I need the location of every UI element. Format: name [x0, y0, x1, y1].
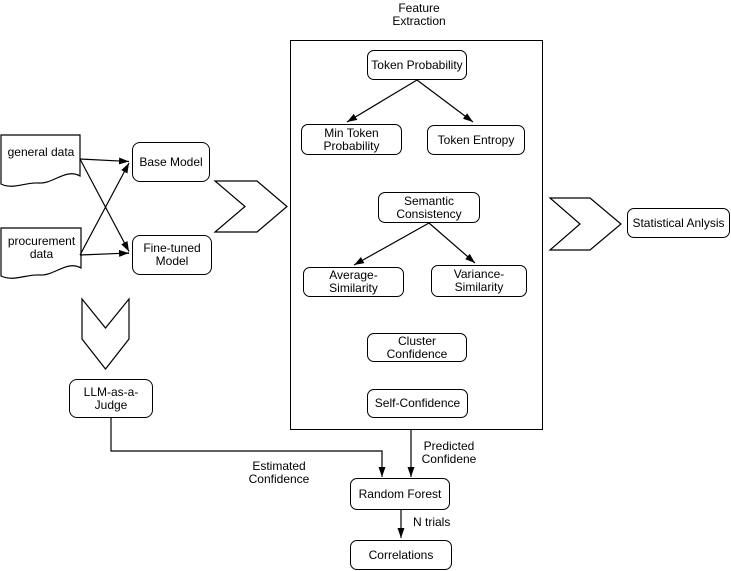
node-token-probability: Token Probability: [367, 50, 467, 80]
node-llm-as-a-judge: LLM-as-a- Judge: [69, 379, 153, 418]
document-shape-general-data: [0, 134, 81, 187]
edge-label-estimated-confidence: Estimated Confidence: [248, 459, 310, 486]
node-base-model: Base Model: [132, 142, 210, 182]
arrow-tokenprob-to-mintokenprob: [346, 79, 418, 123]
arrow-semcon-to-varsim: [428, 222, 476, 264]
arrow-semcon-to-avgsim: [353, 222, 430, 266]
node-min-token-probability: Min Token Probability: [301, 124, 402, 155]
chevron-arrow-models-to-features: [213, 180, 288, 233]
node-self-confidence: Self-Confidence: [367, 389, 468, 418]
node-variance-similarity: Variance- Similarity: [431, 265, 527, 297]
chevron-arrow-features-to-statistics: [548, 197, 622, 251]
edge-label-n-trials: N trials: [413, 515, 451, 529]
edge-label-predicted-confidence: Predicted Confidene: [421, 439, 477, 466]
document-shape-procurement-data: [0, 227, 82, 279]
node-cluster-confidence: Cluster Confidence: [367, 333, 467, 362]
feature-extraction-title: Feature Extraction: [392, 1, 446, 28]
node-semantic-consistency: Semantic Consistency: [378, 192, 480, 223]
node-token-entropy: Token Entropy: [427, 125, 525, 155]
feature-extraction-container: [290, 40, 543, 430]
node-statistical-analysis: Statistical Anlysis: [627, 208, 730, 238]
node-random-forest: Random Forest: [350, 478, 450, 510]
arrow-general-to-base: [79, 157, 130, 165]
chevron-arrow-down-to-judge: [81, 297, 130, 370]
arrow-judge-to-randomforest: [110, 418, 386, 477]
arrow-general-to-finetuned: [79, 158, 130, 252]
arrow-procurement-to-base: [79, 162, 130, 256]
arrow-procurement-to-finetuned: [79, 249, 130, 257]
node-fine-tuned-model: Fine-tuned Model: [132, 235, 212, 275]
arrow-tokenprob-to-tokenentropy: [416, 79, 474, 123]
node-procurement-data-label: procurement data: [7, 234, 76, 261]
node-average-similarity: Average-Similarity: [303, 267, 404, 297]
node-general-data-label: general data: [7, 145, 75, 159]
node-correlations: Correlations: [350, 540, 452, 570]
